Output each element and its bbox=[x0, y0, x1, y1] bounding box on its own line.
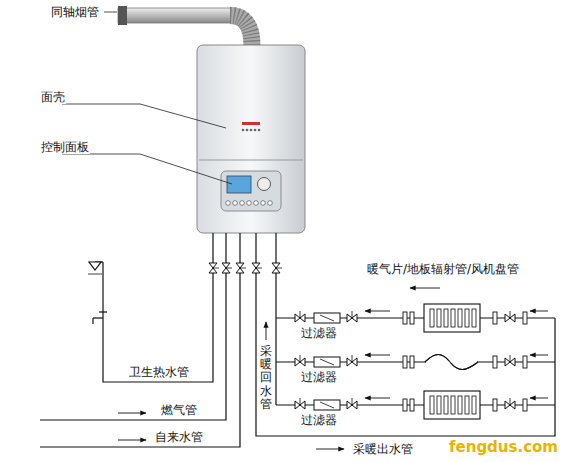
pipe-union bbox=[523, 312, 527, 324]
flue-label: 同轴烟管 bbox=[50, 5, 100, 19]
valve-stem bbox=[352, 311, 353, 318]
radiator-fin bbox=[430, 396, 434, 414]
filter-label: 过滤器 bbox=[300, 413, 338, 427]
filter-symbol bbox=[314, 357, 340, 367]
valve-stem bbox=[300, 311, 301, 318]
tap-spout bbox=[92, 318, 93, 324]
pipe-union bbox=[493, 399, 497, 411]
radiator-fin bbox=[444, 309, 448, 327]
floor-heating-coil bbox=[425, 355, 478, 370]
radiator-fin bbox=[458, 309, 462, 327]
filter-screen bbox=[320, 359, 334, 365]
pipe-union bbox=[410, 312, 414, 324]
radiator-fin bbox=[437, 309, 441, 327]
gas-label: 燃气管 bbox=[160, 403, 198, 417]
shower-head bbox=[89, 262, 101, 270]
pipe-union bbox=[523, 356, 527, 368]
watermark: fengdus.com bbox=[448, 440, 559, 454]
panel-buttons bbox=[226, 201, 273, 206]
gas-pipe bbox=[40, 233, 226, 420]
valve-stem bbox=[256, 268, 262, 269]
emitter-label: 暖气片/地板辐射管/风机盘管 bbox=[366, 262, 520, 276]
flue-ribs bbox=[230, 16, 252, 47]
flue-pipe bbox=[118, 8, 236, 23]
pipe-union bbox=[523, 399, 527, 411]
valve-stem bbox=[240, 268, 246, 269]
valve-stem bbox=[300, 398, 301, 405]
filter-screen bbox=[320, 315, 334, 321]
faucets bbox=[88, 262, 107, 324]
control-knob bbox=[258, 178, 271, 191]
valve-stem bbox=[213, 268, 219, 269]
tap-spout bbox=[93, 317, 103, 318]
pipe-union bbox=[410, 399, 414, 411]
heating-supply-pipe bbox=[256, 233, 555, 436]
filter-symbol bbox=[314, 400, 340, 410]
shower-spray bbox=[88, 274, 102, 275]
radiator-fin bbox=[451, 309, 455, 327]
return-pipe-label: 采暖回水管 bbox=[260, 345, 272, 411]
panel-label: 控制面板 bbox=[40, 140, 90, 154]
coaxial-flue bbox=[118, 6, 252, 46]
radiator-fin bbox=[444, 396, 448, 414]
flue-elbow bbox=[230, 16, 252, 47]
valve-stem bbox=[276, 268, 282, 269]
valve-stem bbox=[226, 268, 232, 269]
filter-label: 过滤器 bbox=[300, 370, 338, 384]
cold-water-label: 自来水管 bbox=[154, 430, 204, 444]
pipe-union bbox=[403, 312, 407, 324]
valve-stem bbox=[510, 355, 511, 362]
radiator-fin bbox=[430, 309, 434, 327]
radiator-fin bbox=[465, 396, 469, 414]
radiator-fin bbox=[437, 396, 441, 414]
pipe-union bbox=[493, 312, 497, 324]
tap-water-pipe bbox=[40, 233, 240, 447]
valve-stem bbox=[300, 355, 301, 362]
hot-water-label: 卫生热水管 bbox=[128, 365, 190, 379]
filter-screen bbox=[320, 402, 334, 408]
supply-pipe-label: 采暖出水管 bbox=[352, 442, 414, 456]
pipework bbox=[40, 233, 555, 447]
radiator-fin bbox=[472, 309, 476, 327]
pipe-union bbox=[410, 356, 414, 368]
radiator-fin bbox=[451, 396, 455, 414]
valve-stem bbox=[352, 355, 353, 362]
tap-handle bbox=[99, 311, 107, 312]
pipe-gap-cover bbox=[426, 361, 477, 363]
floor-heating-coil bbox=[425, 355, 478, 370]
boiler bbox=[197, 45, 305, 233]
casing-label: 面壳 bbox=[40, 90, 66, 104]
pipe-union bbox=[493, 356, 497, 368]
radiator-fin bbox=[458, 396, 462, 414]
casing-seam bbox=[199, 160, 303, 161]
pipe-union bbox=[403, 399, 407, 411]
filter-label: 过滤器 bbox=[300, 326, 338, 340]
radiator-fin bbox=[465, 309, 469, 327]
logo-mark bbox=[242, 122, 260, 125]
valve-stem bbox=[352, 398, 353, 405]
filter-symbol bbox=[314, 313, 340, 323]
control-panel bbox=[221, 171, 281, 211]
radiator-symbol bbox=[424, 304, 480, 332]
flow-arrows bbox=[118, 288, 548, 449]
radiator-fin bbox=[472, 396, 476, 414]
heating-return-pipe bbox=[275, 233, 276, 405]
valve-stem bbox=[510, 398, 511, 405]
pipe-fittings bbox=[209, 263, 527, 419]
valve-stem bbox=[510, 311, 511, 318]
pipe-union bbox=[403, 356, 407, 368]
lcd-screen bbox=[227, 176, 251, 193]
leader-lines bbox=[62, 12, 232, 184]
radiator-symbol bbox=[424, 391, 480, 419]
boiler-casing bbox=[197, 45, 305, 233]
hot-water-pipe bbox=[103, 233, 213, 382]
flue-cap bbox=[118, 6, 127, 25]
logo-dots bbox=[242, 129, 261, 132]
